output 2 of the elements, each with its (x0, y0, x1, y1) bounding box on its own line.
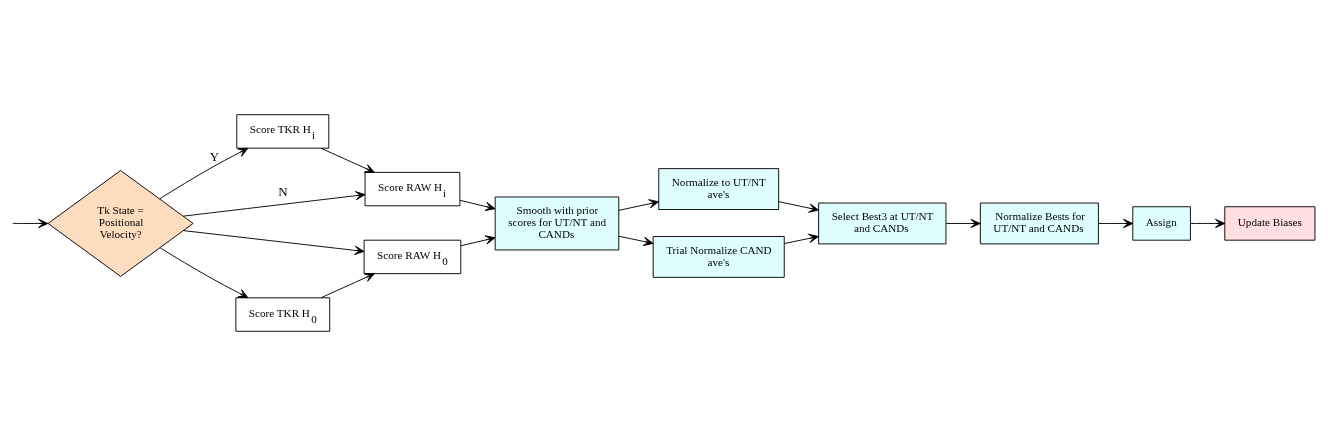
edge-label: N (278, 183, 288, 199)
edge-label: Y (209, 148, 220, 164)
